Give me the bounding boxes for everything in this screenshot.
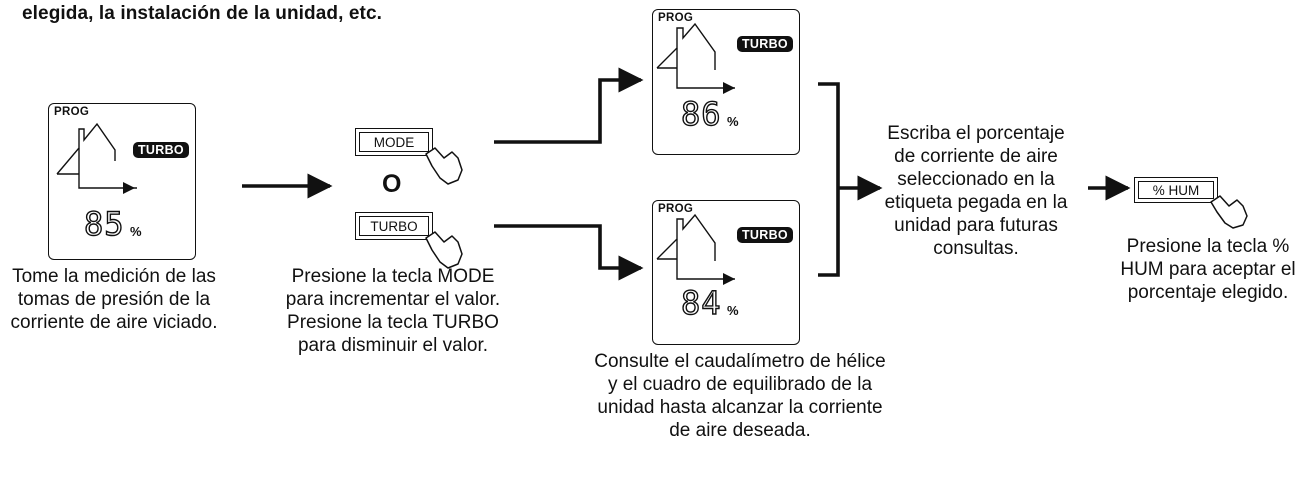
caption-step5: Presione la tecla % HUM para aceptar el … [1120,236,1296,303]
arrow-to-display-bottom [494,224,644,281]
mode-key[interactable]: MODE [355,128,433,156]
turbo-badge: TURBO [133,142,189,158]
turbo-key-label: TURBO [359,216,429,236]
percent-sign: % [727,114,739,129]
house-icon [56,122,137,194]
arrow-icon [723,273,735,285]
caption-step4: Escriba el porcentaje de corriente de ai… [884,123,1068,259]
house-icon [656,22,735,94]
prog-label: PROG [54,106,90,118]
caption-step1: Tome la medición de las tomas de presión… [10,266,218,333]
display-increment: PROG TURBO 86 % [652,9,800,155]
mode-key-label: MODE [359,132,429,152]
arrow-icon [123,182,135,194]
arrow-to-display-top [494,67,644,144]
humidity-value: 86 [680,95,722,133]
hand-icon [425,231,463,269]
prog-label: PROG [658,12,694,24]
turbo-badge: TURBO [737,36,793,52]
hand-icon [1210,195,1248,229]
humidity-value: 85 [83,205,125,243]
percent-sign: % [727,303,739,318]
turbo-key[interactable]: TURBO [355,212,433,240]
turbo-badge: TURBO [737,227,793,243]
house-icon [656,213,735,285]
bracket [818,82,840,277]
hum-key[interactable]: % HUM [1134,177,1218,203]
caption-step3: Consulte el caudalímetro de hélice y el … [594,351,886,441]
hum-key-label: % HUM [1138,181,1214,199]
header-text: elegida, la instalación de la unidad, et… [22,3,383,24]
display-initial: PROG TURBO 85 % [48,103,196,260]
hand-icon [425,147,463,185]
caption-step2: Presione la tecla MODE para incrementar … [285,266,501,356]
or-label: O [382,170,402,198]
prog-label: PROG [658,203,694,215]
percent-sign: % [130,224,142,239]
arrow-icon [723,82,735,94]
display-decrement: PROG TURBO 84 % [652,200,800,345]
humidity-value: 84 [680,284,722,322]
